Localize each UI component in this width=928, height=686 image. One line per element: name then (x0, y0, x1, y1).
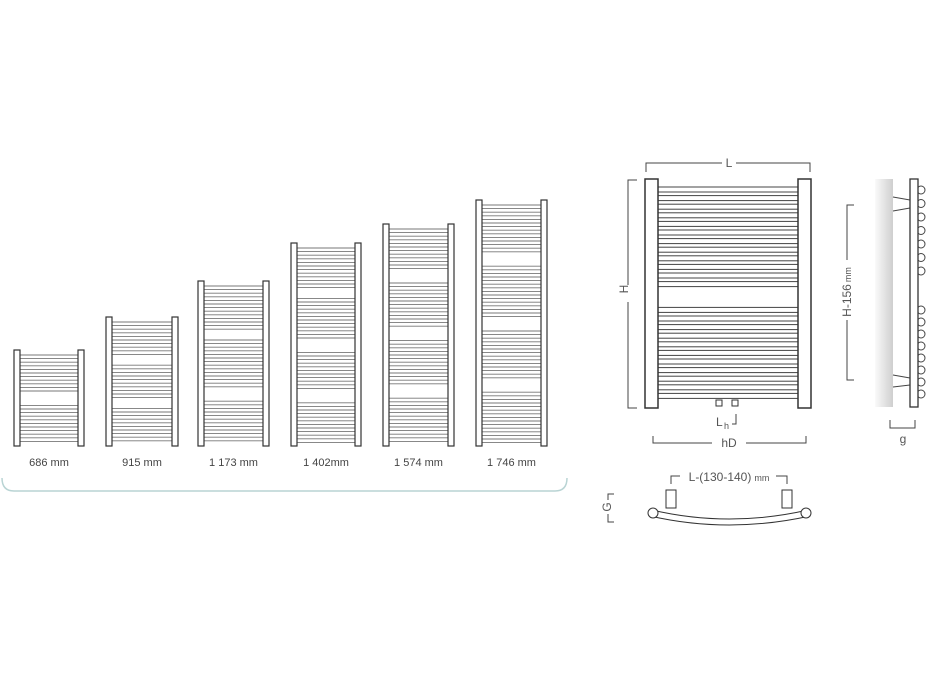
right-rail (797, 178, 812, 409)
towel-bar (657, 324, 799, 331)
radiator-4 (290, 242, 362, 447)
radiator-6 (475, 199, 548, 447)
bracket-distance-line (846, 204, 854, 381)
towel-bar (657, 220, 799, 227)
depth-label: g (900, 432, 907, 446)
towel-bar (657, 281, 799, 288)
towel-bar (657, 203, 799, 210)
towel-bar (657, 263, 799, 270)
towel-bar (657, 255, 799, 262)
valve-right (731, 399, 739, 407)
right-rail (262, 280, 270, 447)
left-rail (290, 242, 298, 447)
size-label: 915 mm (122, 457, 162, 469)
top-depth-line (607, 493, 614, 523)
height-label: H (617, 285, 631, 294)
towel-bar (657, 358, 799, 365)
left-rail (197, 280, 205, 447)
towel-bar (657, 332, 799, 339)
towel-bar (657, 272, 799, 279)
radiator-1 (13, 349, 85, 447)
towel-bar (657, 306, 799, 313)
side-rail (909, 178, 919, 408)
right-rail (447, 223, 455, 447)
top-depth-label: G (600, 502, 614, 511)
right-rail (540, 199, 548, 447)
side-view: H-156mm g (840, 178, 926, 446)
bracket-span-label: L-(130-140)mm (689, 470, 770, 484)
right-rail (171, 316, 179, 447)
towel-bar (657, 212, 799, 219)
hd-dimension-line (652, 436, 807, 444)
towel-bar (657, 229, 799, 236)
size-group-bracket (1, 477, 568, 492)
towel-bar (657, 186, 799, 193)
depth-dimension-line (889, 420, 916, 429)
towel-bar (657, 392, 799, 399)
front-view: L H L h hD (617, 156, 812, 450)
towel-bar (657, 238, 799, 245)
size-label: 1 402mm (303, 457, 349, 469)
size-label: 1 746 mm (487, 457, 536, 469)
curved-bar (649, 509, 811, 526)
left-rail (105, 316, 113, 447)
towel-bar (657, 375, 799, 382)
bracket-span-line (670, 475, 788, 484)
valve-spacing-prefix: L (716, 415, 723, 429)
valve-spacing-tick (732, 414, 737, 425)
left-rail (13, 349, 21, 447)
top-view: L-(130-140)mm G (600, 470, 812, 526)
towel-bar (657, 367, 799, 374)
valve-left (715, 399, 723, 407)
size-label: 1 173 mm (209, 457, 258, 469)
right-end-cap (800, 507, 812, 519)
right-rail (77, 349, 85, 447)
radiator-5 (382, 223, 455, 447)
towel-bar (657, 315, 799, 322)
radiator-size-lineup (13, 199, 548, 447)
width-dimension-line (645, 162, 811, 172)
left-mount (665, 489, 677, 509)
bracket-distance-label: H-156mm (840, 267, 854, 317)
left-rail (475, 199, 483, 447)
size-label: 686 mm (29, 457, 69, 469)
towel-bar (657, 195, 799, 202)
left-rail (644, 178, 659, 409)
right-mount (781, 489, 793, 509)
width-label: L (726, 156, 733, 170)
hd-label: hD (721, 436, 737, 450)
right-rail (354, 242, 362, 447)
towel-bar (657, 384, 799, 391)
radiator-2 (105, 316, 179, 447)
towel-bar (657, 341, 799, 348)
wall (875, 179, 893, 407)
valve-spacing-label: h (724, 421, 729, 431)
radiator-3 (197, 280, 270, 447)
left-end-cap (647, 507, 659, 519)
wall-brackets (892, 196, 911, 388)
towel-bar (657, 246, 799, 253)
size-label: 1 574 mm (394, 457, 443, 469)
towel-bar (657, 349, 799, 356)
height-dimension-line (627, 179, 637, 409)
left-rail (382, 223, 390, 447)
